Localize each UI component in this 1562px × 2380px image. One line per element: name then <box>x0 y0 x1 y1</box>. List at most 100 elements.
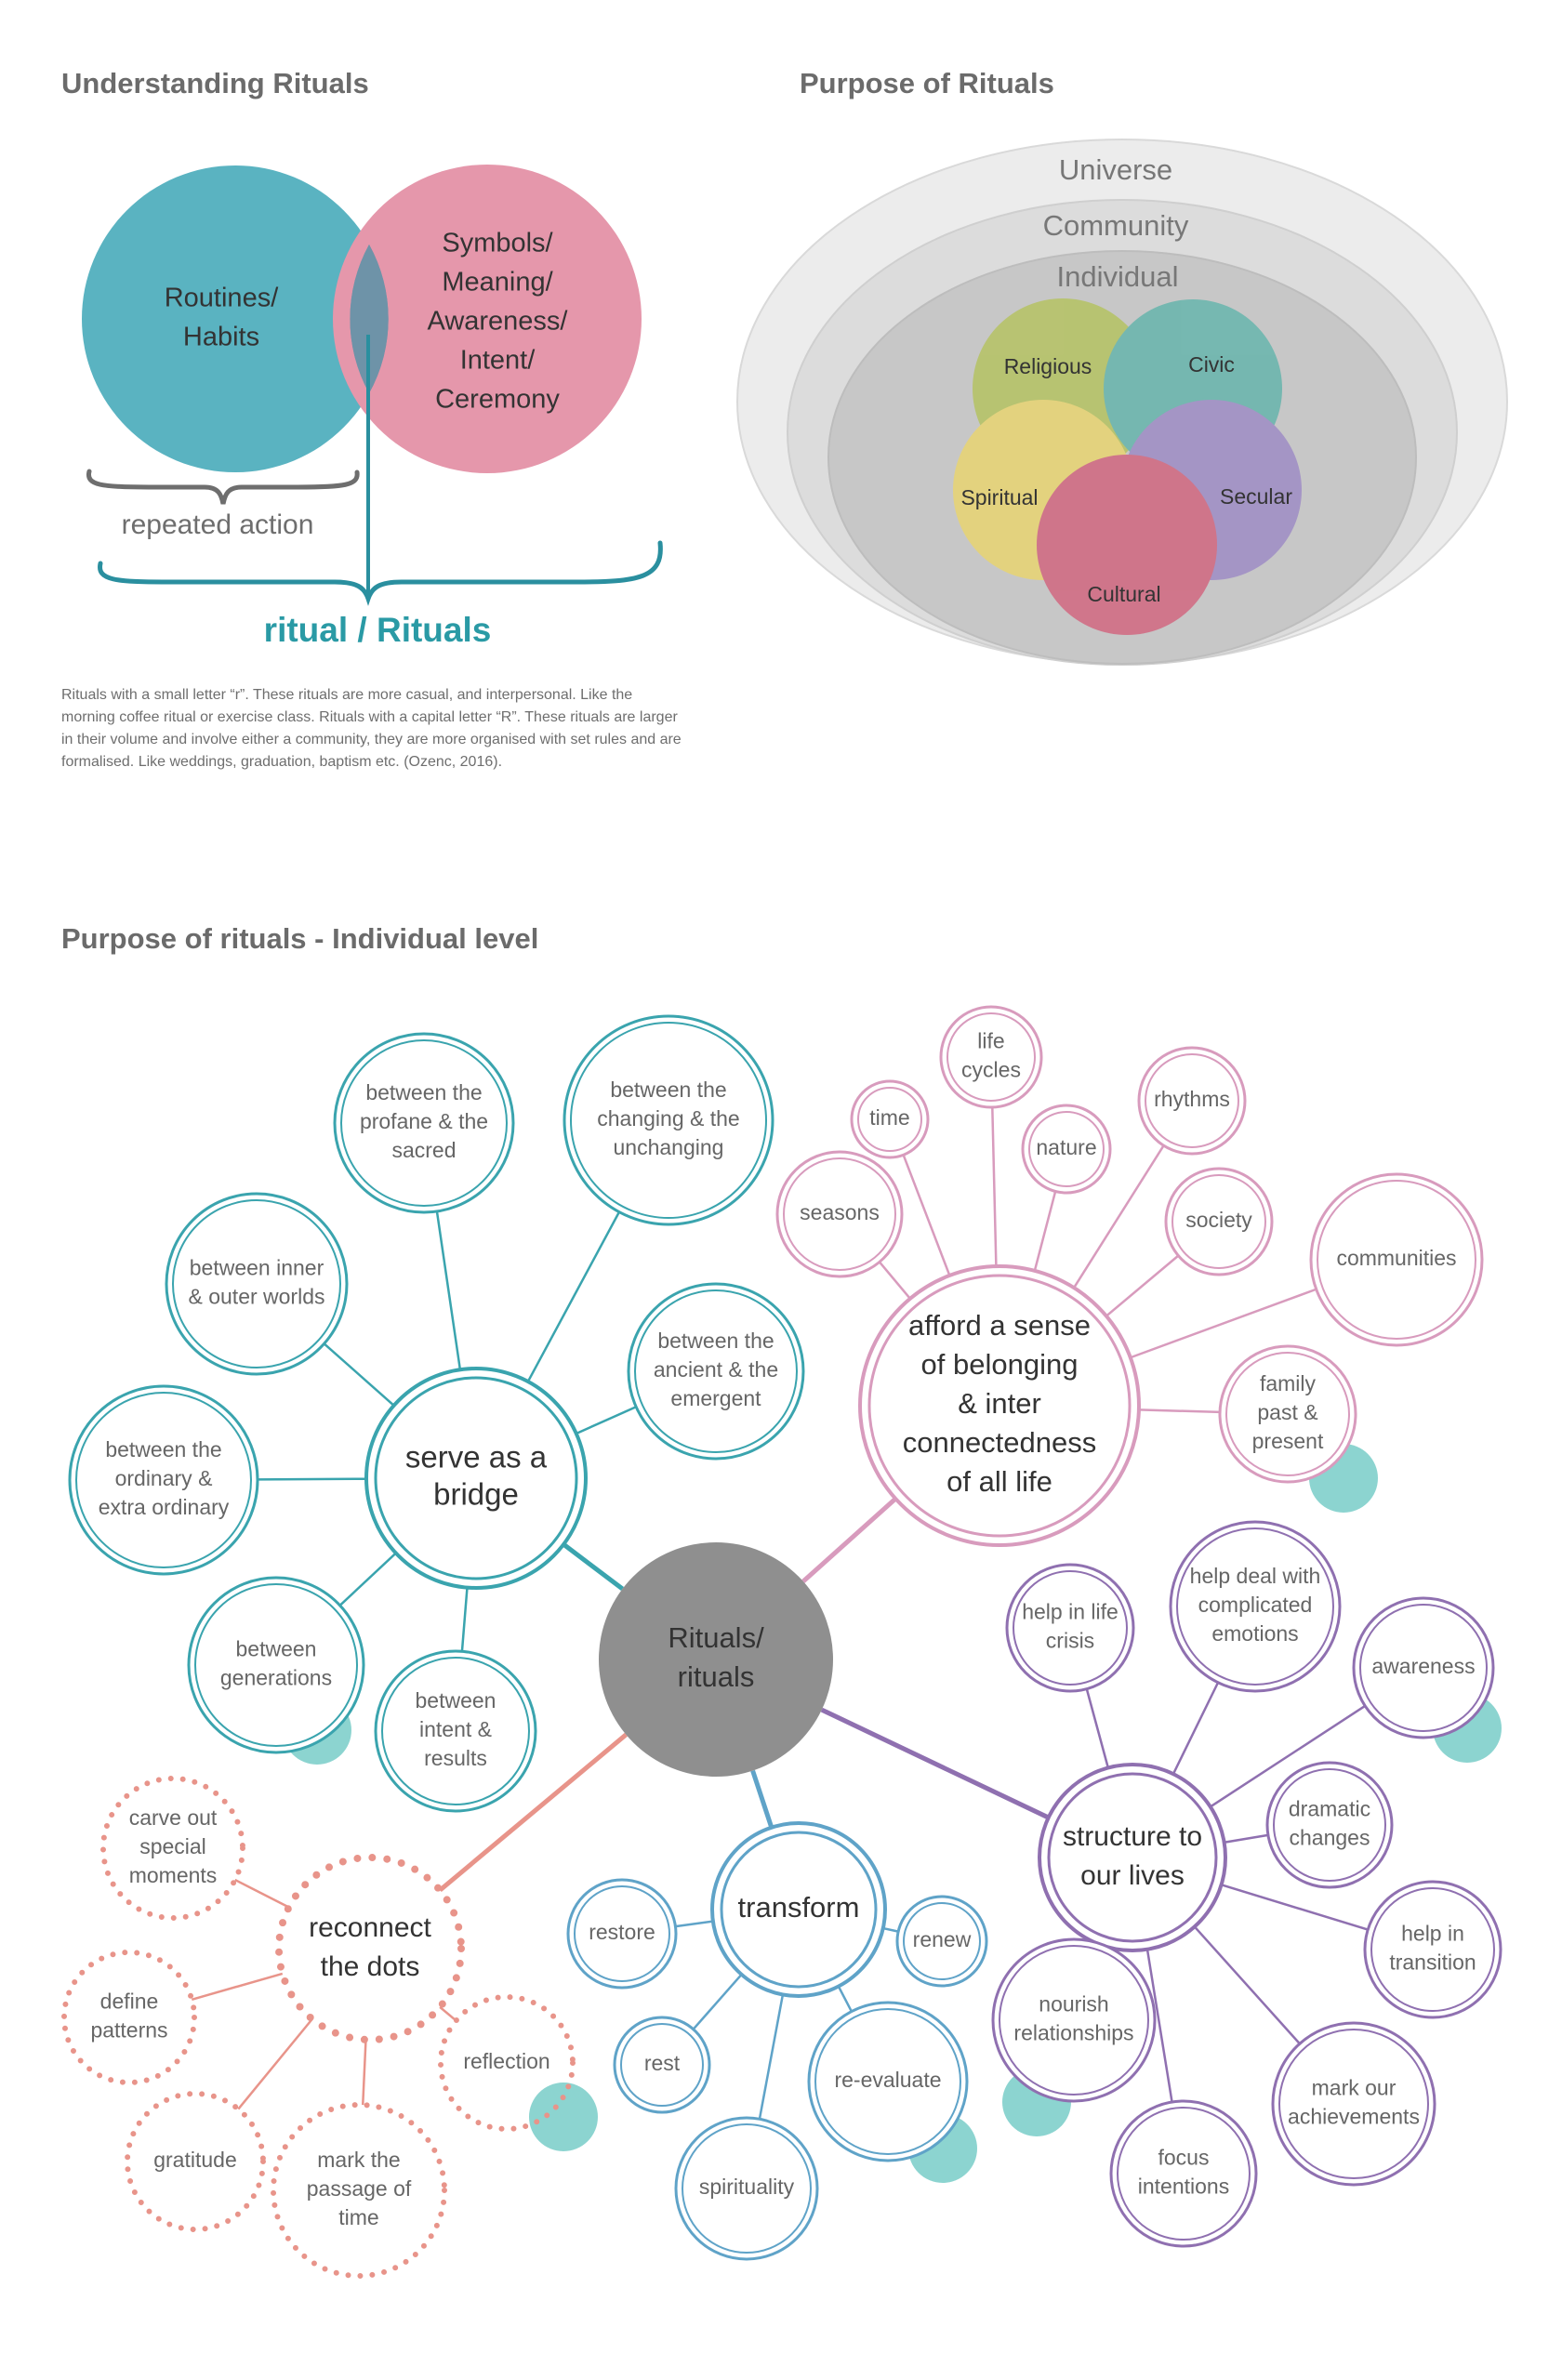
node-belonging-item-label: time <box>869 1105 909 1130</box>
connector-transform-3 <box>837 1985 853 2013</box>
node-structure-item-inner-ring <box>1013 1570 1128 1686</box>
repeated-action-brace <box>86 469 360 505</box>
node-belonging-item-inner-ring <box>1172 1174 1266 1269</box>
node-reconnect-item-label: reflection <box>463 2049 549 2073</box>
node-belonging-item-ring <box>1218 1344 1357 1484</box>
connector-structure-0 <box>1085 1688 1110 1768</box>
node-transform-item-ring <box>613 2016 711 2114</box>
universe-label: Universe <box>1059 153 1172 186</box>
node-transform-item-inner-ring <box>620 2023 704 2107</box>
node-belonging-item-inner-ring <box>1028 1111 1105 1187</box>
node-reconnect-item-label: gratitude <box>153 2148 237 2172</box>
node-transform-hub-inner-ring <box>720 1831 878 1989</box>
cultural-circle <box>1037 455 1217 635</box>
node-structure-item-ring <box>1363 1880 1502 2019</box>
node-belonging-item: communities <box>1309 1172 1484 1347</box>
rituals-venn: Routines/Habits Symbols/Meaning/Awarenes… <box>82 165 663 649</box>
purpose-diagram: Universe Community Individual Religious … <box>736 139 1508 666</box>
node-belonging-item-inner-ring <box>1317 1180 1476 1340</box>
connector-structure-5 <box>1193 1925 1301 2045</box>
node-reconnect-item-ring <box>100 1776 245 1921</box>
node-bridge-item-inner-ring <box>194 1583 358 1747</box>
node-structure-item-inner-ring <box>1176 1527 1334 1686</box>
node-belonging-item-inner-ring <box>1145 1053 1239 1148</box>
node-structure-item-inner-ring <box>1273 1768 1386 1882</box>
node-transform-item-inner-ring <box>574 1885 670 1982</box>
node-bridge-item-inner-ring <box>570 1022 767 1219</box>
node-transform-item-ring <box>807 2001 969 2162</box>
civic-label: Civic <box>1188 352 1235 377</box>
node-belonging-item-ring <box>850 1079 930 1159</box>
node-bridge-item-ring <box>333 1032 515 1214</box>
node-belonging-item-ring <box>1021 1104 1112 1195</box>
node-structure-item-ring <box>1271 2021 1436 2187</box>
node-bridge-item-inner-ring <box>634 1289 798 1453</box>
connector-reconnect-2 <box>439 2005 457 2022</box>
connector-belonging-7 <box>1138 1408 1221 1414</box>
node-reconnect-item: reflection <box>438 1994 576 2132</box>
connector-transform-1 <box>882 1926 899 1933</box>
node-transform-item-inner-ring <box>814 2008 961 2155</box>
node-belonging-item: nature <box>1021 1104 1112 1195</box>
connector-reconnect-1 <box>191 1972 284 2001</box>
connector-reconnect-0 <box>234 1878 290 1909</box>
ritual-label: ritual / Rituals <box>264 611 492 649</box>
repeated-action-label: repeated action <box>122 509 314 540</box>
connector-reconnect-4 <box>361 2039 367 2106</box>
node-bridge-item-ring <box>165 1192 349 1376</box>
node-bridge-item-ring <box>374 1649 537 1813</box>
node-transform-item: re-evaluate <box>807 2001 969 2162</box>
connector-belonging-1 <box>902 1154 951 1276</box>
node-transform-item-label: spirituality <box>699 2175 795 2199</box>
node-belonging-item-label: communities <box>1336 1246 1456 1270</box>
node-belonging-item-ring <box>1137 1046 1247 1156</box>
connector-structure-3 <box>1224 1833 1269 1844</box>
node-belonging-item-label: seasons <box>800 1200 880 1224</box>
node-structure-item-ring <box>1005 1563 1135 1693</box>
node-reconnect-item-ring <box>271 2102 447 2279</box>
connector-structure-1 <box>1172 1682 1220 1775</box>
cultural-label: Cultural <box>1087 582 1160 606</box>
connector-belonging-hub <box>801 1497 897 1583</box>
node-structure-item-inner-ring <box>1359 1604 1488 1732</box>
node-bridge-item-ring <box>187 1576 365 1754</box>
connector-bridge-1 <box>526 1211 621 1382</box>
connector-transform-2 <box>692 1973 743 2030</box>
connector-reconnect-3 <box>237 2017 313 2110</box>
node-bridge-hub-inner-ring <box>374 1376 578 1580</box>
node-reconnect-item-ring <box>61 1950 197 2085</box>
node-bridge-item-ring <box>627 1282 805 1461</box>
node-structure-item-ring <box>1265 1761 1394 1889</box>
node-structure-item-ring <box>991 1937 1157 2103</box>
node-structure-item-inner-ring <box>999 1945 1149 2096</box>
religious-label: Religious <box>1004 354 1092 378</box>
community-label: Community <box>1043 209 1189 242</box>
node-bridge-item-label: between inner& outer worlds <box>188 1256 324 1309</box>
connector-belonging-4 <box>878 1261 911 1300</box>
center-circle <box>599 1542 833 1777</box>
